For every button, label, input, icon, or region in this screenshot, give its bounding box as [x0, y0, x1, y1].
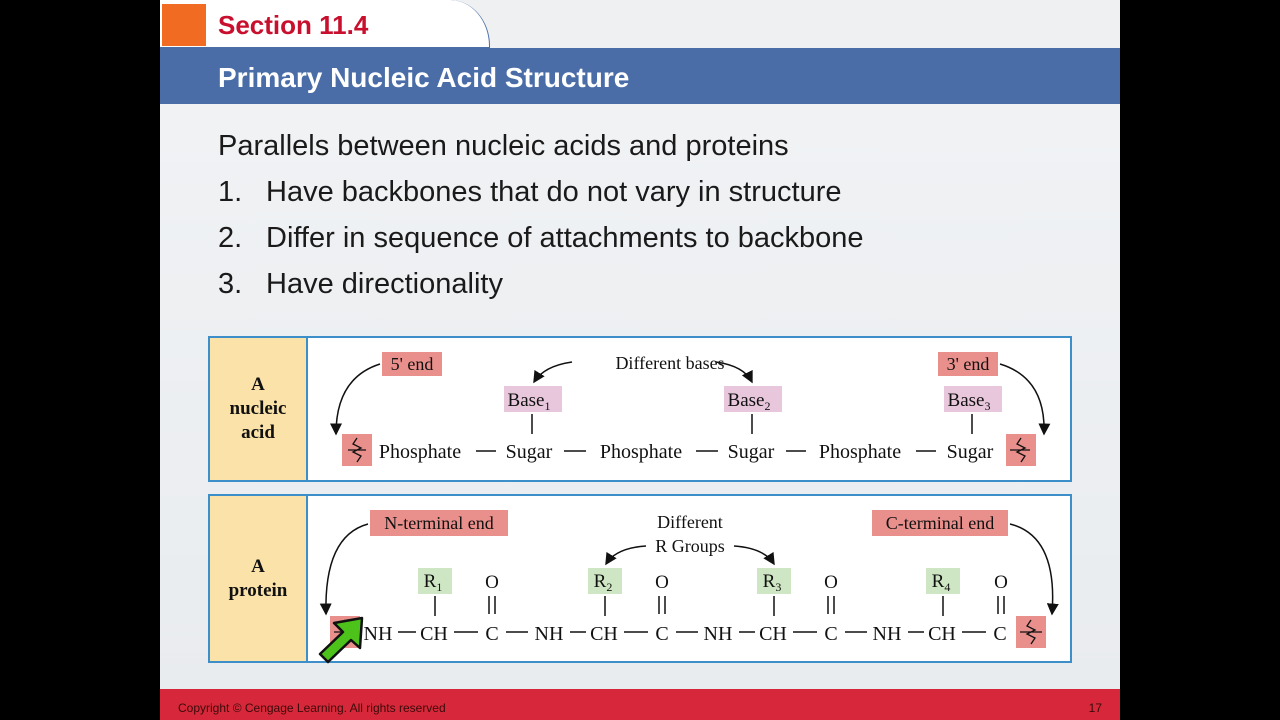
chain-nh: NH [535, 623, 564, 645]
chain-nh: NH [364, 623, 393, 645]
list-number: 1. [218, 176, 243, 208]
backbone-phosphate: Phosphate [600, 441, 682, 463]
r-group-box [926, 568, 960, 594]
base-label: Base1 [508, 390, 551, 413]
r-group-box [418, 568, 452, 594]
different-label: Different [657, 512, 723, 532]
c-terminal-label: C-terminal end [886, 513, 994, 533]
chain-ch: CH [420, 623, 448, 645]
base-label: Base2 [728, 390, 771, 413]
list-number: 3. [218, 268, 243, 300]
label-line: A [251, 374, 265, 395]
chain-nh: NH [873, 623, 902, 645]
slide-title: Primary Nucleic Acid Structure [218, 62, 630, 93]
r-group-label: R1 [424, 571, 443, 594]
c-terminal-arrow [1009, 523, 1059, 616]
label-line: acid [241, 422, 275, 443]
carbonyl-o: O [655, 572, 669, 593]
carbonyl-o: O [994, 572, 1008, 593]
list-text: Have backbones that do not vary in struc… [266, 176, 842, 208]
page-number: 17 [1088, 701, 1102, 715]
r-group-label: R2 [594, 571, 613, 594]
intro-text: Parallels between nucleic acids and prot… [218, 130, 789, 162]
wavy-bond-icon [348, 437, 366, 463]
backbone-phosphate: Phosphate [819, 441, 901, 463]
r-group-label: R4 [932, 571, 951, 594]
base-box [944, 386, 1002, 412]
list-number: 2. [218, 222, 243, 254]
double-bond [658, 596, 666, 614]
chain-c: C [824, 623, 837, 645]
n-terminal-arrow [319, 523, 369, 616]
bases-arrow-left [533, 361, 573, 384]
chain-c: C [485, 623, 498, 645]
backbone-sugar: Sugar [728, 441, 775, 463]
list-item: 3. Have directionality [218, 262, 864, 308]
label-line: protein [228, 579, 288, 601]
five-end-arrow [330, 363, 381, 436]
slide: Section 11.4 Primary Nucleic Acid Struct… [160, 0, 1120, 720]
list-item: 1. Have backbones that do not vary in str… [218, 170, 864, 216]
protein-diagram: N-terminal end C-terminal end Different … [319, 510, 1059, 648]
different-bases-label: Different bases [615, 353, 724, 373]
footer-bar: Copyright © Cengage Learning. All rights… [160, 689, 1120, 720]
chain-ch: CH [759, 623, 787, 645]
base-box [724, 386, 782, 412]
title-bar: Primary Nucleic Acid Structure [160, 48, 1120, 104]
chain-c: C [655, 623, 668, 645]
label-line: A [251, 555, 265, 577]
list-text: Have directionality [266, 268, 503, 300]
backbone-sugar: Sugar [506, 441, 553, 463]
bullet-list: Parallels between nucleic acids and prot… [218, 124, 864, 308]
base-label: Base3 [948, 390, 991, 413]
chain-nh: NH [704, 623, 733, 645]
wavy-bond-icon [1020, 619, 1042, 645]
n-terminal-label: N-terminal end [384, 513, 493, 533]
double-bond [997, 596, 1005, 614]
five-end-label: 5' end [391, 354, 434, 374]
double-bond [827, 596, 835, 614]
r-group-label: R3 [763, 571, 782, 594]
green-arrow-cursor-icon [318, 616, 364, 664]
orange-square-icon [162, 4, 206, 46]
carbonyl-o: O [485, 572, 499, 593]
section-label: Section 11.4 [218, 10, 369, 40]
three-end-label: 3' end [947, 354, 990, 374]
copyright-text: Copyright © Cengage Learning. All rights… [178, 701, 446, 715]
r-groups-label: R Groups [655, 536, 725, 556]
c-terminal-box [872, 510, 1008, 536]
carbonyl-o: O [824, 572, 838, 593]
label-line: nucleic [229, 398, 287, 419]
nucleic-acid-diagram: 5' end 3' end Different bases Base1 Base… [330, 352, 1051, 466]
backbone-phosphate: Phosphate [379, 441, 461, 463]
wavy-bond-icon [1010, 437, 1030, 463]
rgroups-arrow-left [605, 545, 647, 566]
backbone-sugar: Sugar [947, 441, 994, 463]
chain-c: C [993, 623, 1006, 645]
chain-ch: CH [928, 623, 956, 645]
five-end-box [382, 352, 442, 376]
chain-ch: CH [590, 623, 618, 645]
rgroups-arrow-right [733, 545, 775, 566]
three-end-box [938, 352, 998, 376]
section-tab: Section 11.4 [160, 0, 490, 48]
r-group-box [757, 568, 791, 594]
list-item: 2. Differ in sequence of attachments to b… [218, 216, 864, 262]
list-text: Differ in sequence of attachments to bac… [266, 222, 864, 254]
bases-arrow-right [715, 361, 753, 384]
double-bond [488, 596, 496, 614]
base-box [504, 386, 562, 412]
n-terminal-box [370, 510, 508, 536]
r-group-box [588, 568, 622, 594]
three-end-arrow [999, 363, 1051, 436]
